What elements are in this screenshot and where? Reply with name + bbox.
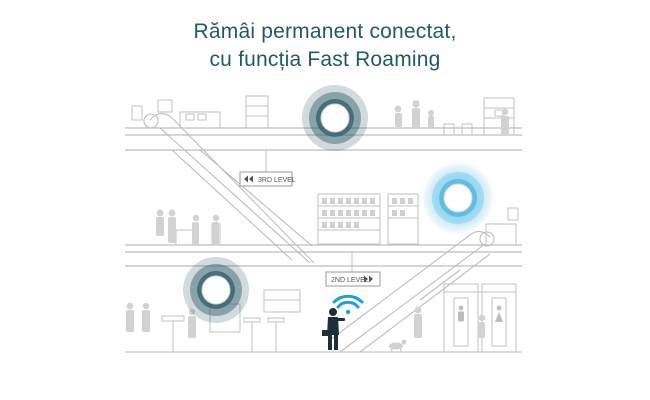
level3-shops: [131, 95, 515, 136]
escalator-upper: [143, 112, 320, 264]
headline: Rămâi permanent conectat, cu funcția Fas…: [0, 18, 650, 74]
right-arrows-icon: [364, 275, 373, 283]
ground-shoppers: [126, 302, 486, 338]
level3-sign: 3RD LEVEL: [239, 150, 296, 187]
level2-shops: [175, 193, 519, 246]
level3-sign-label: 3RD LEVEL: [258, 177, 296, 184]
restroom-female-icon: [495, 305, 503, 322]
ceiling-access-point-icon: [443, 183, 473, 213]
ground-shops: [161, 283, 517, 353]
access-point-level3: [302, 85, 368, 151]
access-point-level2-active: [423, 163, 493, 233]
headline-line-1: Rămâi permanent conectat,: [193, 20, 457, 43]
ceiling-access-point-icon: [201, 275, 231, 305]
level2-sign-label: 2ND LEVEL: [331, 277, 369, 284]
escalator-lower: [329, 230, 495, 353]
level2-sign: 2ND LEVEL: [325, 252, 381, 287]
level2-shoppers: [156, 209, 220, 245]
level3-shoppers: [394, 100, 509, 135]
dog-icon: [389, 339, 407, 352]
ceiling-access-point-icon: [320, 103, 350, 133]
left-arrows-icon: [244, 175, 253, 183]
level2-product-dots: [322, 198, 413, 228]
restroom-male-icon: [458, 305, 464, 322]
headline-line-2: cu funcția Fast Roaming: [209, 48, 441, 71]
access-point-ground: [183, 257, 249, 323]
person-with-phone-icon: [322, 308, 345, 350]
wifi-signal-icon: [332, 294, 364, 315]
